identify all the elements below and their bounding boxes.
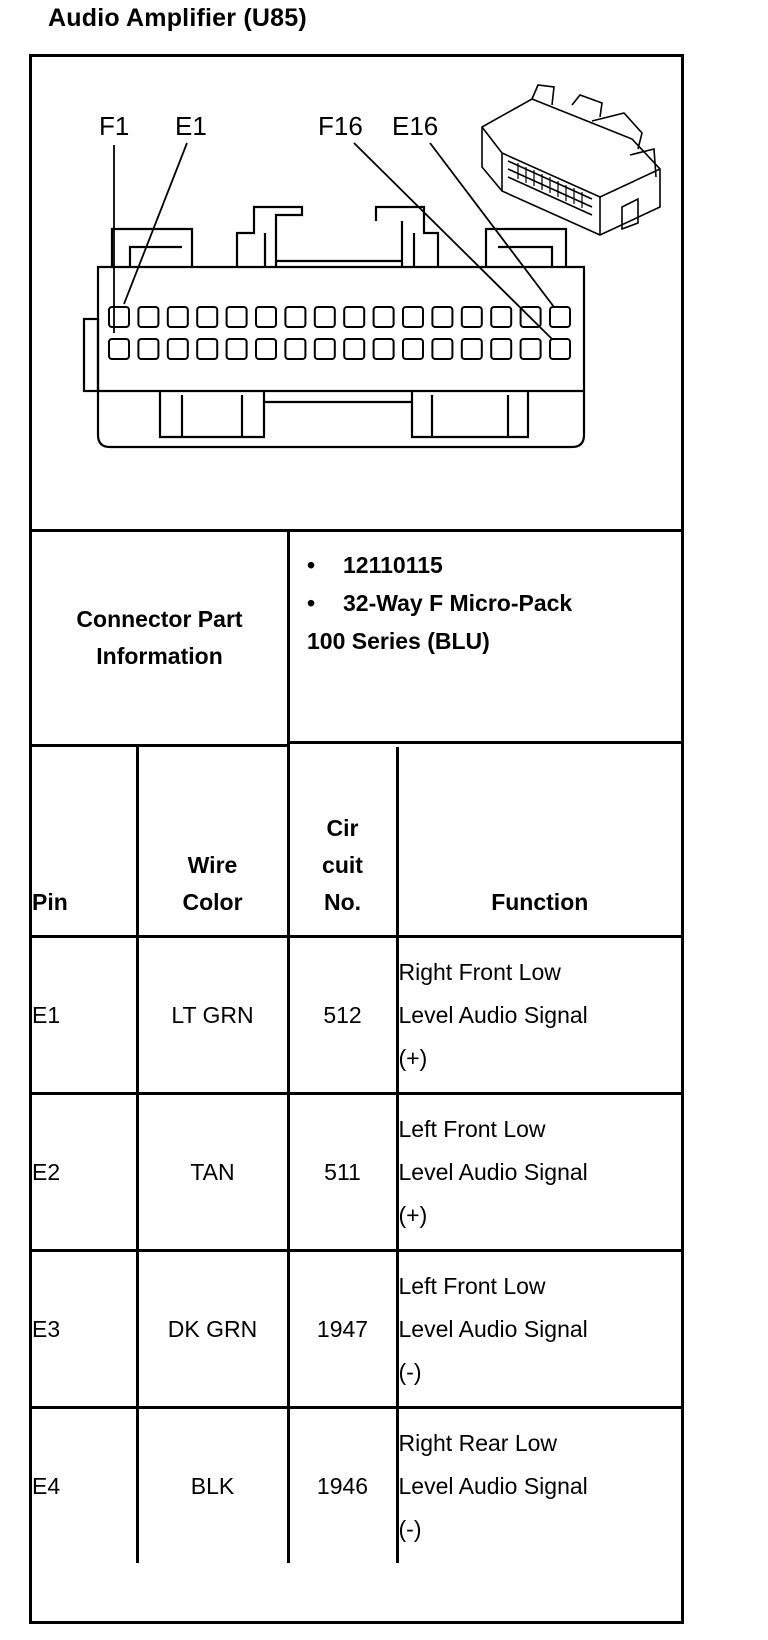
function-line2: Level Audio Signal bbox=[398, 1472, 588, 1499]
cell-pin: E1 bbox=[32, 935, 139, 1095]
terminal-cavity bbox=[137, 338, 160, 360]
function-line3: (+) bbox=[398, 1201, 428, 1228]
callout-e16: E16 bbox=[392, 111, 438, 141]
terminal-cavities bbox=[108, 306, 571, 360]
header-circuit-line3: No. bbox=[323, 889, 362, 915]
cell-circuit: 1947 bbox=[286, 1249, 399, 1409]
connector-face-view: F1 E1 F16 E16 bbox=[82, 84, 661, 449]
terminal-cavity bbox=[490, 306, 513, 328]
terminal-cavity bbox=[166, 338, 189, 360]
bullet-icon: • bbox=[307, 590, 316, 616]
part-number: 12110115 bbox=[343, 552, 443, 578]
connector-housing bbox=[82, 205, 586, 449]
cell-wire-color: LT GRN bbox=[135, 935, 290, 1095]
cell-function: Right Front Low Level Audio Signal (+) bbox=[395, 935, 681, 1095]
function-line1: Left Front Low bbox=[398, 1272, 546, 1299]
header-circuit-line2: cuit bbox=[322, 852, 363, 878]
page-title: Audio Amplifier (U85) bbox=[48, 4, 307, 32]
function-line1: Left Front Low bbox=[398, 1115, 546, 1142]
terminal-cavity bbox=[225, 306, 248, 328]
function-line3: (-) bbox=[398, 1515, 422, 1542]
callout-e1: E1 bbox=[175, 111, 207, 141]
function-line3: (+) bbox=[398, 1044, 428, 1071]
table-row: E2 TAN 511 Left Front Low Level Audio Si… bbox=[32, 1092, 681, 1252]
cell-wire-color: TAN bbox=[135, 1092, 290, 1252]
part-number-line: • 12110115 bbox=[307, 546, 681, 584]
cell-wire-color: BLK bbox=[135, 1406, 290, 1563]
function-line2: Level Audio Signal bbox=[398, 1001, 588, 1028]
terminal-cavity bbox=[490, 338, 513, 360]
cell-circuit: 511 bbox=[286, 1092, 399, 1252]
header-circuit-line1: Cir bbox=[326, 815, 359, 841]
terminal-cavity bbox=[166, 306, 189, 328]
function-line2: Level Audio Signal bbox=[398, 1315, 588, 1342]
terminal-cavity bbox=[460, 338, 483, 360]
cell-function: Left Front Low Level Audio Signal (+) bbox=[395, 1092, 681, 1252]
cell-wire-color: DK GRN bbox=[135, 1249, 290, 1409]
table-row: E4 BLK 1946 Right Rear Low Level Audio S… bbox=[32, 1406, 681, 1563]
header-wire-color-text: Wire Color bbox=[182, 852, 243, 915]
header-wire-color: Wire Color bbox=[135, 747, 290, 938]
cell-pin: E3 bbox=[32, 1249, 139, 1409]
function-line1: Right Front Low bbox=[398, 958, 561, 985]
cell-function: Right Rear Low Level Audio Signal (-) bbox=[395, 1406, 681, 1563]
callout-f16: F16 bbox=[318, 111, 363, 141]
bullet-icon: • bbox=[307, 552, 316, 578]
terminal-cavity bbox=[402, 338, 424, 360]
connector-isometric-view bbox=[481, 84, 661, 236]
table-row: E3 DK GRN 1947 Left Front Low Level Audi… bbox=[32, 1249, 681, 1409]
connector-description-1: 32-Way F Micro-Pack bbox=[343, 590, 573, 616]
description-line: • 32-Way F Micro-Pack bbox=[307, 584, 681, 622]
header-circuit-no: Cir cuit No. bbox=[286, 747, 399, 938]
terminal-cavity bbox=[549, 306, 571, 328]
terminal-cavity bbox=[460, 306, 483, 328]
terminal-cavity bbox=[255, 338, 277, 360]
terminal-cavity bbox=[372, 338, 395, 360]
terminal-cavity bbox=[372, 306, 395, 328]
terminal-cavity bbox=[196, 338, 219, 360]
connector-part-info-value: • 12110115 • 32-Way F Micro-Pack 100 Ser… bbox=[290, 532, 681, 744]
terminal-cavity bbox=[196, 306, 219, 328]
header-pin: Pin bbox=[32, 747, 139, 938]
terminal-cavity bbox=[431, 338, 454, 360]
terminal-cavity bbox=[313, 306, 336, 328]
header-function: Function bbox=[395, 747, 681, 938]
terminal-cavity bbox=[343, 306, 366, 328]
terminal-cavity bbox=[108, 338, 130, 360]
callout-leader-lines bbox=[113, 142, 555, 340]
cell-function: Left Front Low Level Audio Signal (-) bbox=[395, 1249, 681, 1409]
terminal-cavity bbox=[284, 306, 307, 328]
function-line2: Level Audio Signal bbox=[398, 1158, 588, 1185]
terminal-cavity bbox=[313, 338, 336, 360]
terminal-cavity bbox=[519, 306, 542, 328]
terminal-cavity bbox=[519, 338, 542, 360]
terminal-cavity bbox=[108, 306, 130, 328]
terminal-cavity bbox=[343, 338, 366, 360]
pin-table-header: Pin Wire Color Cir cuit No. Function bbox=[32, 747, 681, 938]
terminal-cavity bbox=[431, 306, 454, 328]
connector-diagram: F1 E1 F16 E16 bbox=[32, 57, 681, 532]
terminal-cavity bbox=[549, 338, 571, 360]
connector-part-info-text: Connector Part Information bbox=[76, 606, 243, 669]
connector-part-info-label: Connector Part Information bbox=[32, 532, 290, 747]
table-row: E1 LT GRN 512 Right Front Low Level Audi… bbox=[32, 935, 681, 1095]
terminal-cavity bbox=[137, 306, 160, 328]
cell-pin: E2 bbox=[32, 1092, 139, 1252]
terminal-cavity bbox=[402, 306, 424, 328]
function-line3: (-) bbox=[398, 1358, 422, 1385]
terminal-cavity bbox=[225, 338, 248, 360]
terminal-cavity bbox=[284, 338, 307, 360]
callout-f1: F1 bbox=[99, 111, 129, 141]
cell-circuit: 512 bbox=[286, 935, 399, 1095]
cell-pin: E4 bbox=[32, 1406, 139, 1563]
connector-description-2: 100 Series (BLU) bbox=[307, 628, 490, 654]
connector-sheet: F1 E1 F16 E16 bbox=[29, 54, 684, 1624]
terminal-cavity bbox=[255, 306, 277, 328]
pin-table: Pin Wire Color Cir cuit No. Function E1 … bbox=[32, 747, 681, 1563]
function-line1: Right Rear Low bbox=[398, 1429, 558, 1456]
cell-circuit: 1946 bbox=[286, 1406, 399, 1563]
